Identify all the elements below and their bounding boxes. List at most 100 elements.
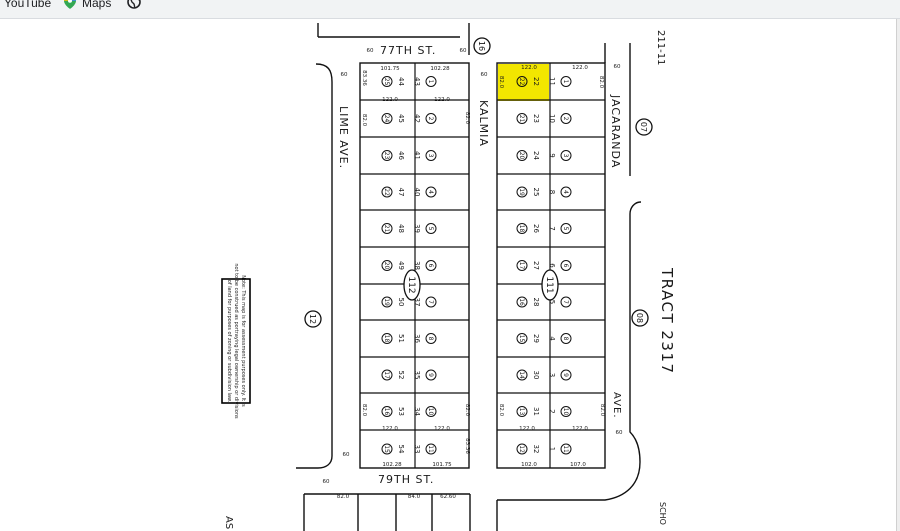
west-block-lot-right: 41 <box>413 151 421 160</box>
dim-side-60-s: 60 <box>323 479 330 485</box>
east-block-parcel-right-text: 10 <box>562 408 569 416</box>
west-block-parcel-left-circle <box>381 406 393 417</box>
map-viewer: Note: This map is for assessment purpose… <box>0 19 897 531</box>
west-block-lot-left: 49 <box>397 261 405 270</box>
bookmark-globe[interactable] <box>127 0 147 11</box>
west-block-parcel-left: 16 <box>381 406 393 417</box>
west-block-lot-right-text: 33 <box>413 445 421 454</box>
east-block-parcel-right-text: 8 <box>562 337 569 341</box>
dim-side-60-n: 60 <box>367 48 374 54</box>
dim-side-60-sw: 60 <box>343 452 350 458</box>
east-block-parcel-left: 14 <box>516 369 528 381</box>
map-ref-16[interactable]: 16 <box>473 37 491 55</box>
east-block-parcel-left-text: 17 <box>518 262 525 270</box>
east-block-lot-right: 9 <box>548 153 556 157</box>
partial-label-right: SCHO <box>658 502 667 525</box>
west-block-parcel-right: 9 <box>425 369 437 381</box>
west-block-parcel-right-circle <box>425 333 437 344</box>
west-block-parcel-left: 22 <box>381 186 393 198</box>
west-block-parcel-left-circle <box>381 260 393 271</box>
dim-side-60-kalmia: 60 <box>481 72 488 78</box>
dim-lot-width-3: 82.0 <box>498 76 504 89</box>
west-block-lot-left: 52 <box>397 371 405 380</box>
west-block-parcel-right-text: 10 <box>427 408 434 416</box>
assessor-map: Note: This map is for assessment purpose… <box>221 23 676 531</box>
west-block-parcel-right: 5 <box>425 223 437 234</box>
west-block-parcel-right: 7 <box>425 296 437 308</box>
west-block-parcel-right-circle <box>425 369 437 381</box>
west-block-parcel-right: 10 <box>425 406 437 417</box>
bookmark-maps[interactable]: Maps <box>64 0 111 11</box>
east-block-parcel-right-circle <box>560 369 572 381</box>
west-block-parcel-left-circle <box>381 186 393 198</box>
west-block-parcel-left-text: 24 <box>383 115 390 123</box>
east-block-parcel-right: 2 <box>560 113 572 124</box>
west-block-parcel-left: 24 <box>381 113 393 124</box>
dim-side-60-se: 60 <box>616 430 623 436</box>
east-block-parcel-right: 1 <box>560 76 572 87</box>
dim-side-83-sw: 83.36 <box>464 438 470 454</box>
dim-west-bottom-1: 102.28 <box>382 462 402 468</box>
east-block-parcel-left-circle <box>516 333 528 344</box>
west-block-parcel-left-circle <box>381 443 393 455</box>
west-block-parcel-right-text: 1 <box>427 80 434 84</box>
dim-lot-width-2: 82.0 <box>361 114 367 127</box>
west-block-lot-right: 33 <box>413 445 421 454</box>
lot-grid <box>360 63 605 468</box>
dim-side-60-jac: 60 <box>614 64 621 70</box>
west-block-parcel-right-circle <box>425 150 437 161</box>
street-label-kalmia: KALMIA <box>477 100 490 147</box>
dim-south-1: 82.0 <box>337 494 350 500</box>
west-block-lot-left-text: 47 <box>397 188 405 197</box>
west-block-parcel-right-text: 7 <box>427 300 434 304</box>
scrollbar[interactable] <box>897 19 900 531</box>
east-block-parcel-right: 8 <box>560 333 572 344</box>
west-block-parcel-left-text: 23 <box>383 152 390 160</box>
east-block-parcel-left: 21 <box>516 113 528 124</box>
west-block-lot-left-text: 54 <box>397 445 405 454</box>
highlighted-lot[interactable] <box>498 64 549 101</box>
bookmark-youtube-label: YouTube <box>4 0 52 10</box>
west-block-parcel-right: 6 <box>425 260 437 271</box>
east-block-parcel-right: 5 <box>560 223 572 234</box>
east-block-lot-left-text: 24 <box>532 151 540 160</box>
maps-pin-icon <box>64 0 76 12</box>
east-block-lot-right: 8 <box>548 190 556 194</box>
map-ref-08[interactable]: 08 <box>631 309 649 327</box>
west-block-lot-left: 45 <box>397 114 405 123</box>
west-block-parcel-left-circle <box>381 369 393 381</box>
east-block-lot-right-text: 5 <box>548 300 556 304</box>
west-block-parcel-right-text: 4 <box>427 190 434 194</box>
east-block-lot-right-text: 9 <box>548 153 556 157</box>
west-block-lot-left-text: 46 <box>397 151 405 160</box>
west-block-parcel-right: 8 <box>425 333 437 344</box>
east-block-lot-right-text: 6 <box>548 263 556 268</box>
east-block-lot-right-text: 2 <box>548 409 556 413</box>
dim-east-top-2: 122.0 <box>572 65 588 71</box>
east-block-parcel-left-text: 14 <box>518 371 525 379</box>
east-block-lot-left-text: 23 <box>532 114 540 123</box>
west-block-parcel-left-text: 17 <box>383 371 390 379</box>
east-block-parcel-right-text: 5 <box>562 227 569 231</box>
map-note-line-3: of land for purposes of zoning or subdiv… <box>226 280 232 403</box>
west-block-lot-right: 37 <box>413 298 421 307</box>
dim-lot-width-4: 82.0 <box>598 76 604 89</box>
map-ref-12[interactable]: 12 <box>304 310 322 328</box>
west-block-lot-left-text: 50 <box>397 298 405 307</box>
east-block-parcel-right: 10 <box>560 406 572 417</box>
west-block-parcel-left: 19 <box>381 296 393 308</box>
west-block-parcel-right-circle <box>425 443 437 455</box>
west-block-lot-right: 35 <box>413 371 421 380</box>
bookmark-youtube[interactable]: YouTube <box>4 0 51 11</box>
east-block-lot-left: 32 <box>532 445 540 454</box>
east-block-lot-left-text: 32 <box>532 445 540 454</box>
west-block-lot-right: 39 <box>413 224 421 233</box>
dim-west-bottom-inner-1: 122.0 <box>382 426 398 432</box>
east-block-lot-left-text: 29 <box>532 334 540 343</box>
map-ref-07[interactable]: 07 <box>635 118 653 136</box>
west-block-parcel-left-circle <box>381 223 393 234</box>
west-block-lot-left: 48 <box>397 224 405 233</box>
block-number-112-label: 112 <box>406 276 416 293</box>
west-block-lot-left-text: 48 <box>397 224 405 233</box>
